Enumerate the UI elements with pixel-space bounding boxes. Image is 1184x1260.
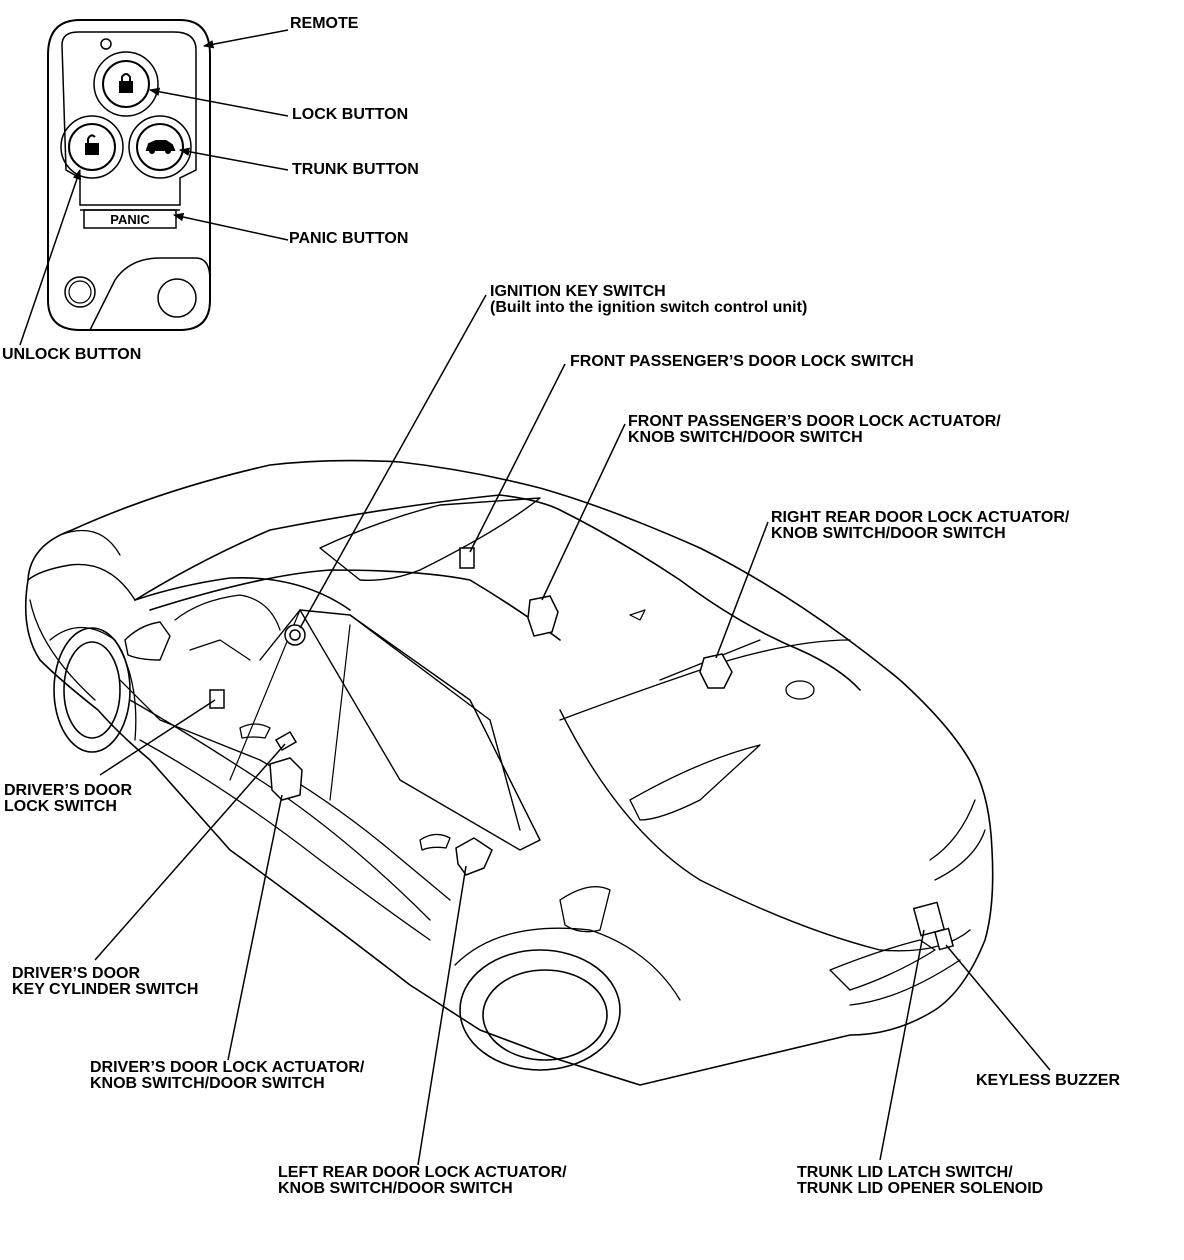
front-wheel bbox=[49, 627, 137, 753]
drivers-door-lock-switch-part bbox=[209, 689, 225, 709]
drivers-key-cylinder-label-line2: KEY CYLINDER SWITCH bbox=[12, 981, 199, 998]
drivers-actuator-label-line1: DRIVER’S DOOR LOCK ACTUATOR/ bbox=[90, 1059, 365, 1076]
front-passenger-door-lock-actuator-part bbox=[527, 595, 559, 637]
trunk-latch-label-line2: TRUNK LID OPENER SOLENOID bbox=[797, 1180, 1044, 1197]
drivers-door-key-cylinder-switch-part bbox=[274, 730, 298, 752]
drivers-door-lock-switch-label-line1: DRIVER’S DOOR bbox=[4, 782, 133, 799]
drivers-door-lock-actuator-part bbox=[269, 757, 303, 801]
led-indicator bbox=[64, 276, 96, 308]
components bbox=[209, 547, 955, 951]
keyless-buzzer-label: KEYLESS BUZZER bbox=[976, 1072, 1121, 1089]
remote-lower-button bbox=[157, 278, 197, 318]
lock-icon bbox=[119, 73, 133, 93]
unlock-icon bbox=[85, 134, 99, 155]
right-rear-door-lock-actuator-part bbox=[699, 653, 733, 689]
remote-leader-lines bbox=[19, 29, 289, 346]
trunk-lid-latch-switch-part bbox=[912, 901, 946, 937]
component-leader-lines bbox=[94, 294, 1051, 1166]
panic-button-label: PANIC BUTTON bbox=[289, 230, 409, 247]
front-passenger-actuator-label-line2: KNOB SWITCH/DOOR SWITCH bbox=[628, 429, 863, 446]
keyless-buzzer-part bbox=[933, 927, 955, 951]
front-passenger-actuator-label-line1: FRONT PASSENGER’S DOOR LOCK ACTUATOR/ bbox=[628, 413, 1001, 430]
unlock-button-label: UNLOCK BUTTON bbox=[2, 346, 142, 363]
right-rear-actuator-label-line2: KNOB SWITCH/DOOR SWITCH bbox=[771, 525, 1006, 542]
lock-button-label: LOCK BUTTON bbox=[292, 106, 409, 123]
ignition-key-switch-part bbox=[284, 624, 306, 646]
right-rear-actuator-label-line1: RIGHT REAR DOOR LOCK ACTUATOR/ bbox=[771, 509, 1070, 526]
ignition-key-switch-label: IGNITION KEY SWITCH bbox=[490, 283, 666, 300]
remote-label: REMOTE bbox=[290, 15, 359, 32]
drivers-actuator-label-line2: KNOB SWITCH/DOOR SWITCH bbox=[90, 1075, 325, 1092]
unlock-button bbox=[60, 115, 124, 179]
left-rear-actuator-label-line2: KNOB SWITCH/DOOR SWITCH bbox=[278, 1180, 513, 1197]
drivers-key-cylinder-label-line1: DRIVER’S DOOR bbox=[12, 965, 141, 982]
trunk-button-label: TRUNK BUTTON bbox=[292, 161, 419, 178]
remote-transmitter bbox=[47, 19, 211, 331]
front-passenger-door-lock-switch-part bbox=[459, 547, 475, 569]
ignition-key-switch-note: (Built into the ignition switch control … bbox=[490, 299, 808, 316]
left-rear-door-lock-actuator-part bbox=[455, 837, 493, 876]
trunk-button bbox=[128, 115, 192, 179]
trunk-latch-label-line1: TRUNK LID LATCH SWITCH/ bbox=[797, 1164, 1013, 1181]
lock-button bbox=[93, 51, 159, 117]
panic-key-text: PANIC bbox=[110, 212, 150, 227]
car-icon bbox=[145, 140, 176, 154]
left-rear-actuator-label-line1: LEFT REAR DOOR LOCK ACTUATOR/ bbox=[278, 1164, 567, 1181]
front-passenger-door-lock-switch-label: FRONT PASSENGER’S DOOR LOCK SWITCH bbox=[570, 353, 914, 370]
rear-wheel bbox=[454, 927, 681, 1071]
drivers-door-lock-switch-label-line2: LOCK SWITCH bbox=[4, 798, 117, 815]
